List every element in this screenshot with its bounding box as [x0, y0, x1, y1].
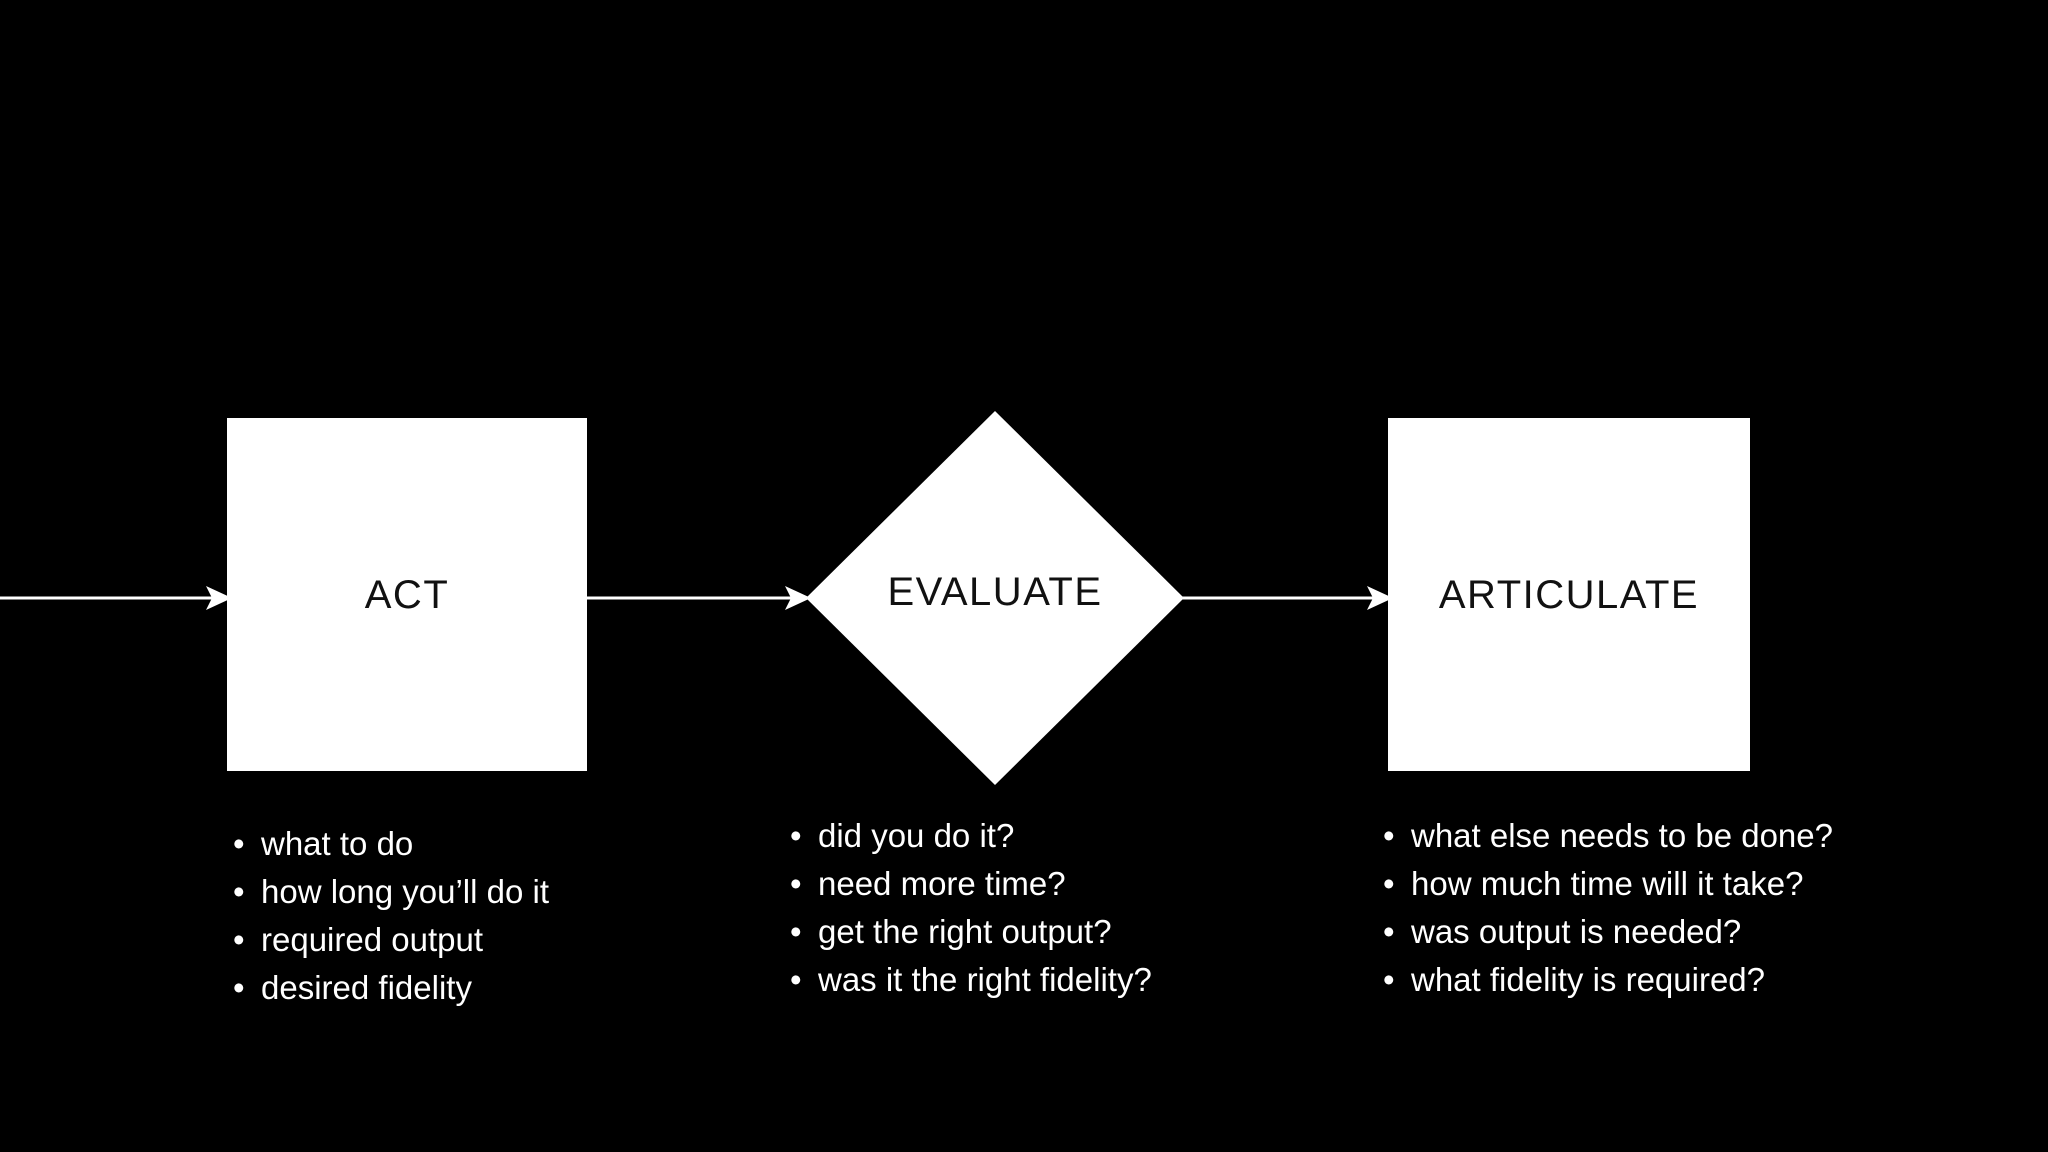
- bullet-list-articulate: what else needs to be done? how much tim…: [1383, 812, 1833, 1004]
- node-act-label: ACT: [364, 572, 450, 617]
- node-articulate-label: ARTICULATE: [1438, 572, 1700, 617]
- bullet-list-act: what to do how long you’ll do it require…: [233, 820, 549, 1012]
- list-item: need more time?: [790, 860, 1152, 908]
- list-item: get the right output?: [790, 908, 1152, 956]
- diamond-shape: [806, 411, 1184, 785]
- connector-evaluate-to-articulate: [1178, 578, 1393, 618]
- node-act[interactable]: ACT: [227, 418, 587, 771]
- list-item: required output: [233, 916, 549, 964]
- node-evaluate-label: EVALUATE: [887, 570, 1103, 614]
- list-item: did you do it?: [790, 812, 1152, 860]
- list-item: was output is needed?: [1383, 908, 1833, 956]
- list-item: was it the right fidelity?: [790, 956, 1152, 1004]
- node-evaluate[interactable]: EVALUATE: [806, 411, 1184, 785]
- list-item: what to do: [233, 820, 549, 868]
- bullet-list-evaluate: did you do it? need more time? get the r…: [790, 812, 1152, 1004]
- list-item: how much time will it take?: [1383, 860, 1833, 908]
- connector-act-to-evaluate: [583, 578, 811, 618]
- connector-incoming-to-act: [0, 578, 232, 618]
- list-item: how long you’ll do it: [233, 868, 549, 916]
- list-item: what else needs to be done?: [1383, 812, 1833, 860]
- node-articulate[interactable]: ARTICULATE: [1388, 418, 1750, 771]
- list-item: desired fidelity: [233, 964, 549, 1012]
- list-item: what fidelity is required?: [1383, 956, 1833, 1004]
